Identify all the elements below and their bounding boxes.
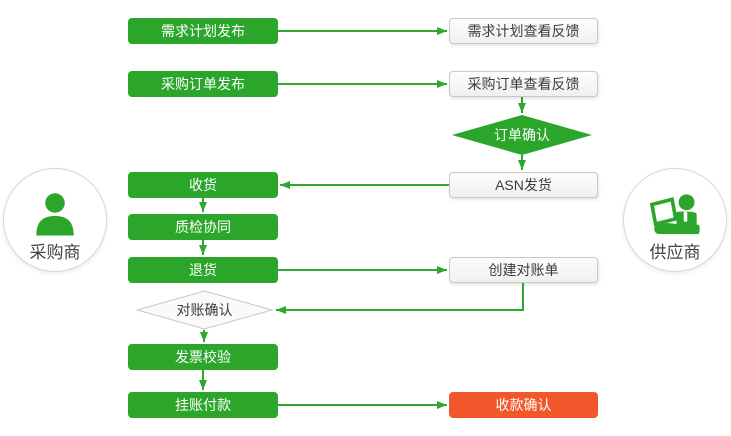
node-quality-collab: 质检协同 — [128, 214, 278, 240]
actor-label: 采购商 — [29, 243, 81, 262]
node-po-feedback: 采购订单查看反馈 — [449, 71, 598, 97]
node-invoice-check: 发票校验 — [128, 344, 278, 370]
node-asn-ship: ASN发货 — [449, 172, 598, 198]
node-payment: 挂账付款 — [128, 392, 278, 418]
node-demand-feedback: 需求计划查看反馈 — [449, 18, 598, 44]
node-label: 质检协同 — [175, 219, 231, 235]
buyer-person-icon — [36, 193, 74, 236]
actor-buyer: 采购商 — [3, 168, 107, 272]
node-order-confirm-diamond: 订单确认 — [452, 115, 592, 155]
node-label: 采购订单发布 — [161, 76, 245, 92]
node-label: 需求计划发布 — [161, 23, 245, 39]
node-label: 发票校验 — [175, 349, 231, 365]
node-label: 需求计划查看反馈 — [467, 23, 580, 39]
node-label: 对账确认 — [176, 302, 233, 318]
arrow-statement-to-confirm — [276, 283, 524, 314]
node-statement-confirm-diamond: 对账确认 — [136, 290, 273, 330]
node-label: 订单确认 — [494, 127, 550, 143]
actor-label: 供应商 — [649, 243, 701, 262]
node-demand-publish: 需求计划发布 — [128, 18, 278, 44]
diamond-shape — [136, 290, 273, 330]
node-receive-goods: 收货 — [128, 172, 278, 198]
actor-supplier: 供应商 — [623, 168, 727, 272]
diamond-shape — [452, 115, 592, 155]
supplier-person-laptop-icon — [649, 194, 700, 235]
node-label: 采购订单查看反馈 — [467, 76, 580, 92]
node-label: ASN发货 — [495, 177, 552, 193]
node-create-statement: 创建对账单 — [449, 257, 598, 283]
node-label: 挂账付款 — [175, 397, 231, 413]
node-label: 退货 — [189, 262, 217, 278]
node-label: 创建对账单 — [488, 262, 559, 278]
node-label: 收款确认 — [495, 397, 552, 413]
node-return-goods: 退货 — [128, 257, 278, 283]
node-label: 收货 — [189, 177, 217, 193]
node-po-publish: 采购订单发布 — [128, 71, 278, 97]
node-receipt-confirm: 收款确认 — [449, 392, 598, 418]
